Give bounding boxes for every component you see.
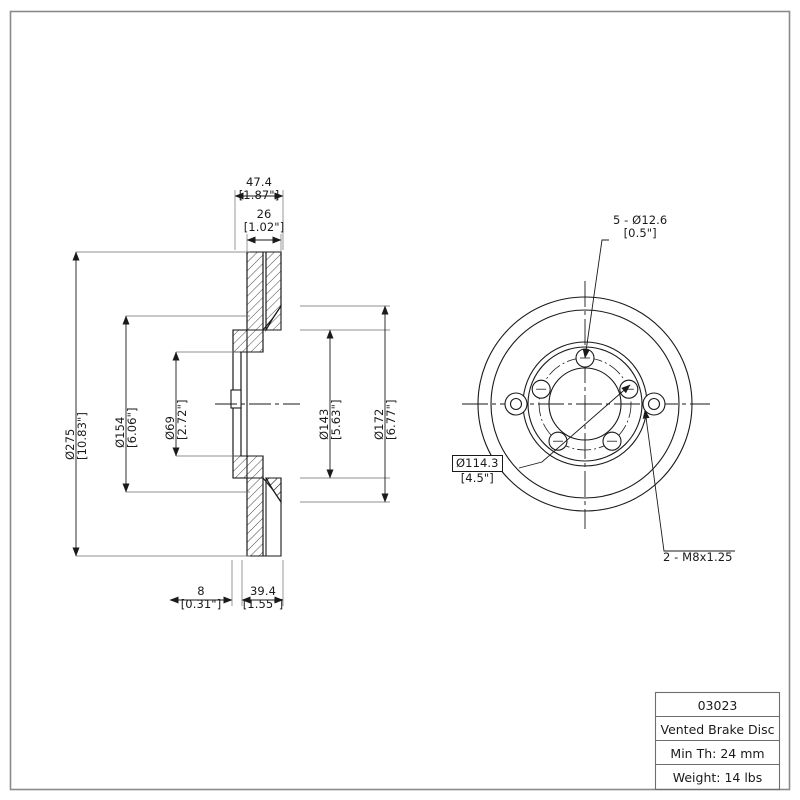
callout-line-1: Ø114.3 — [452, 455, 503, 472]
sheet-border — [9, 10, 791, 791]
section-extension-lines — [76, 251, 390, 557]
dim-imperial: [6.06"] — [124, 407, 139, 448]
dimension-overall-height: 47.4 [1.87"] — [239, 176, 280, 201]
title-block-description: Vented Brake Disc — [660, 722, 775, 737]
pad-outer-circle — [490, 309, 680, 499]
dim-imperial: [6.77"] — [383, 399, 398, 440]
face-centerlines — [462, 281, 710, 529]
dimension-offset: 39.4 [1.55"] — [243, 585, 284, 610]
dimension-inner-pad-diameter: Ø143 [5.63"] — [317, 399, 343, 440]
title-block-frame — [654, 691, 781, 791]
callout-threaded-holes: 2 - M8x1.25 — [663, 551, 733, 564]
face-leaders — [518, 239, 735, 552]
callout-bolt-circle: Ø114.3 [4.5"] — [452, 455, 503, 485]
title-block-part-number: 03023 — [697, 698, 738, 713]
dim-imperial: [5.63"] — [328, 399, 343, 440]
dim-value: 26 — [256, 207, 272, 221]
section-top-dimensions — [234, 190, 284, 252]
dimension-hat-thickness: 8 [0.31"] — [181, 585, 222, 610]
threaded-hole-left-inner — [509, 397, 523, 411]
section-view — [215, 251, 300, 557]
dimension-center-bore: Ø69 [2.72"] — [163, 399, 189, 440]
dim-imperial: [0.31"] — [180, 596, 222, 611]
section-bottom-dimensions — [169, 560, 284, 606]
dimension-mount-face-diameter: Ø172 [6.77"] — [372, 399, 398, 440]
callout-line-2: [0.5"] — [623, 225, 657, 240]
callout-label: 2 - M8x1.25 — [663, 550, 733, 564]
section-vertical-dimensions — [72, 251, 389, 557]
dimension-hat-outer-diameter: Ø154 [6.06"] — [113, 407, 139, 448]
hat-inner-circle — [527, 346, 643, 462]
dim-value: 47.4 — [245, 175, 273, 189]
title-block-min-thickness: Min Th: 24 mm — [670, 746, 765, 761]
dim-value: 8 — [197, 584, 205, 598]
dim-imperial: [2.72"] — [174, 399, 189, 440]
dim-imperial: [1.55"] — [242, 596, 284, 611]
dim-imperial: [1.02"] — [243, 219, 285, 234]
callout-line-1: 5 - Ø12.6 — [613, 213, 668, 227]
dim-value: 39.4 — [249, 584, 277, 598]
dimension-outer-diameter: Ø275 [10.83"] — [63, 412, 89, 460]
callout-lug-holes: 5 - Ø12.6 [0.5"] — [613, 214, 667, 239]
threaded-holes — [504, 392, 666, 416]
dim-imperial: [10.83"] — [74, 412, 89, 460]
threaded-hole-right-inner — [647, 397, 661, 411]
callout-line-2: [4.5"] — [460, 470, 494, 485]
title-block-weight: Weight: 14 lbs — [672, 770, 763, 785]
dim-imperial: [1.87"] — [238, 187, 280, 202]
dimension-disc-thickness: 26 [1.02"] — [244, 208, 285, 233]
